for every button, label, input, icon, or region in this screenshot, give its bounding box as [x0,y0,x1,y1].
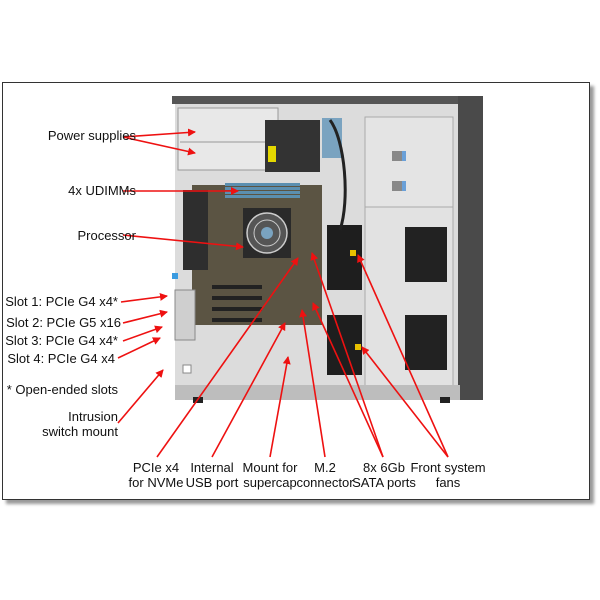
arrow-slot1 [120,292,168,303]
label-udimms: 4x UDIMMs [68,183,136,198]
slot-brackets [174,289,196,341]
label-processor: Processor [77,228,136,243]
label-line: 8x 6Gb [363,460,405,475]
rear-fan [183,190,208,270]
label-usb: Internal USB port [186,460,239,490]
arrow-slot4 [117,337,161,359]
label-line: M.2 [314,460,336,475]
label-line: for NVMe [128,475,184,490]
intrusion-switch [182,364,192,374]
label-line: Internal [190,460,234,475]
label-slot4: Slot 4: PCIe G4 x4 [7,351,115,366]
label-line: Mount for [242,460,298,475]
dimm-1 [225,183,300,186]
label-slot3: Slot 3: PCIe G4 x4* [5,333,118,348]
dimm-2 [225,187,300,190]
arrow-supercap [269,356,291,458]
arrow-slot2 [122,309,168,324]
arrow-usb [211,322,286,458]
arrow-processor [122,234,244,251]
label-line: PCIe x4 [132,460,180,475]
label-line: fans [435,475,461,490]
front-bezel [458,96,483,400]
dimm-4 [225,195,300,198]
arrow-sata-2 [312,302,384,458]
arrow-power-supply-1 [122,128,196,138]
fan-upper [327,225,362,290]
label-line: USB port [185,475,239,490]
label-fans: Front system fans [410,460,485,490]
label-slot1: Slot 1: PCIe G4 x4* [5,294,118,309]
arrow-m2 [299,309,326,458]
arrow-intrusion [117,369,164,424]
label-line: Front system [410,460,486,475]
drive-cage-upper [364,116,454,208]
label-power-supplies: Power supplies [47,128,136,143]
arrow-pcie-nvme [156,257,299,458]
label-intrusion: Intrusion switch mount [42,409,118,439]
label-line: connector [296,475,354,490]
server-chassis [172,96,483,403]
label-line: Intrusion [68,409,118,424]
label-supercap: Mount for supercap [243,460,298,490]
label-line: SATA ports [352,475,416,490]
label-sata: 8x 6Gb SATA ports [352,460,416,490]
label-pcie-nvme: PCIe x4 for NVMe [129,460,184,490]
label-open-ended: * Open-ended slots [6,382,118,397]
power-supply-bay [177,107,279,171]
arrow-fans-1 [357,254,449,458]
arrow-power-supply-2 [122,136,196,156]
arrow-sata-1 [310,252,384,458]
label-slot2: Slot 2: PCIe G5 x16 [6,315,121,330]
dimm-3 [225,191,300,194]
label-m2: M.2 connector [296,460,353,490]
label-line: switch mount [42,424,118,439]
arrow-fans-2 [361,346,449,458]
arrow-slot3 [122,325,163,342]
label-line: supercap [243,475,297,490]
